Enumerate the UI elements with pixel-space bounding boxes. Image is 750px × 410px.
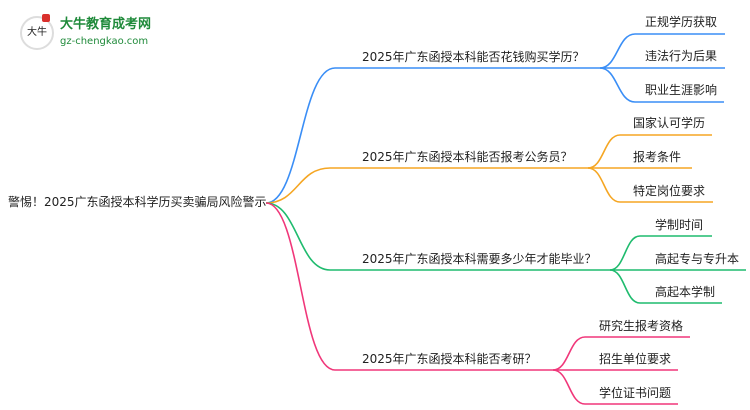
leaf-node[interactable]: 研究生报考资格 xyxy=(599,319,684,333)
leaf-node[interactable]: 正规学历获取 xyxy=(645,15,718,29)
leaf-line xyxy=(609,235,712,271)
logo-seal xyxy=(42,14,50,22)
leaf-node[interactable]: 职业生涯影响 xyxy=(645,83,718,97)
leaf-node[interactable]: 学位证书问题 xyxy=(599,386,672,400)
logo-name: 大牛教育成考网 xyxy=(60,17,152,32)
leaf-line xyxy=(599,67,724,103)
leaf-node[interactable]: 违法行为后果 xyxy=(645,49,718,63)
branch-line xyxy=(265,67,600,204)
leaf-line xyxy=(599,33,725,69)
leaf-node[interactable]: 特定岗位要求 xyxy=(633,184,706,198)
branch-node[interactable]: 2025年广东函授本科能否考研？ xyxy=(362,352,537,366)
leaf-line xyxy=(552,369,678,405)
leaf-node[interactable]: 国家认可学历 xyxy=(633,116,706,130)
branch-line xyxy=(265,202,610,271)
leaf-node[interactable]: 报考条件 xyxy=(633,150,682,164)
branch-node[interactable]: 2025年广东函授本科需要多少年才能毕业？ xyxy=(362,252,597,266)
leaf-line xyxy=(609,269,722,304)
leaf-node[interactable]: 高起本学制 xyxy=(655,285,716,299)
leaf-node[interactable]: 招生单位要求 xyxy=(599,352,672,366)
leaf-line xyxy=(587,167,713,203)
leaf-line xyxy=(587,134,712,169)
branch-line xyxy=(265,167,588,204)
leaf-node[interactable]: 学制时间 xyxy=(655,218,704,232)
root-node[interactable]: 警惕！2025广东函授本科学历买卖骗局风险警示 xyxy=(8,195,267,209)
branch-node[interactable]: 2025年广东函授本科能否花钱购买学历？ xyxy=(362,50,585,64)
branch-node[interactable]: 2025年广东函授本科能否报考公务员？ xyxy=(362,150,573,164)
logo-url: gz-chengkao.com xyxy=(60,36,149,47)
logo: 大牛 大牛教育成考网 gz-chengkao.com xyxy=(20,14,170,54)
leaf-line xyxy=(552,336,690,371)
leaf-node[interactable]: 高起专与专升本 xyxy=(655,252,740,266)
branch-line xyxy=(265,202,553,371)
